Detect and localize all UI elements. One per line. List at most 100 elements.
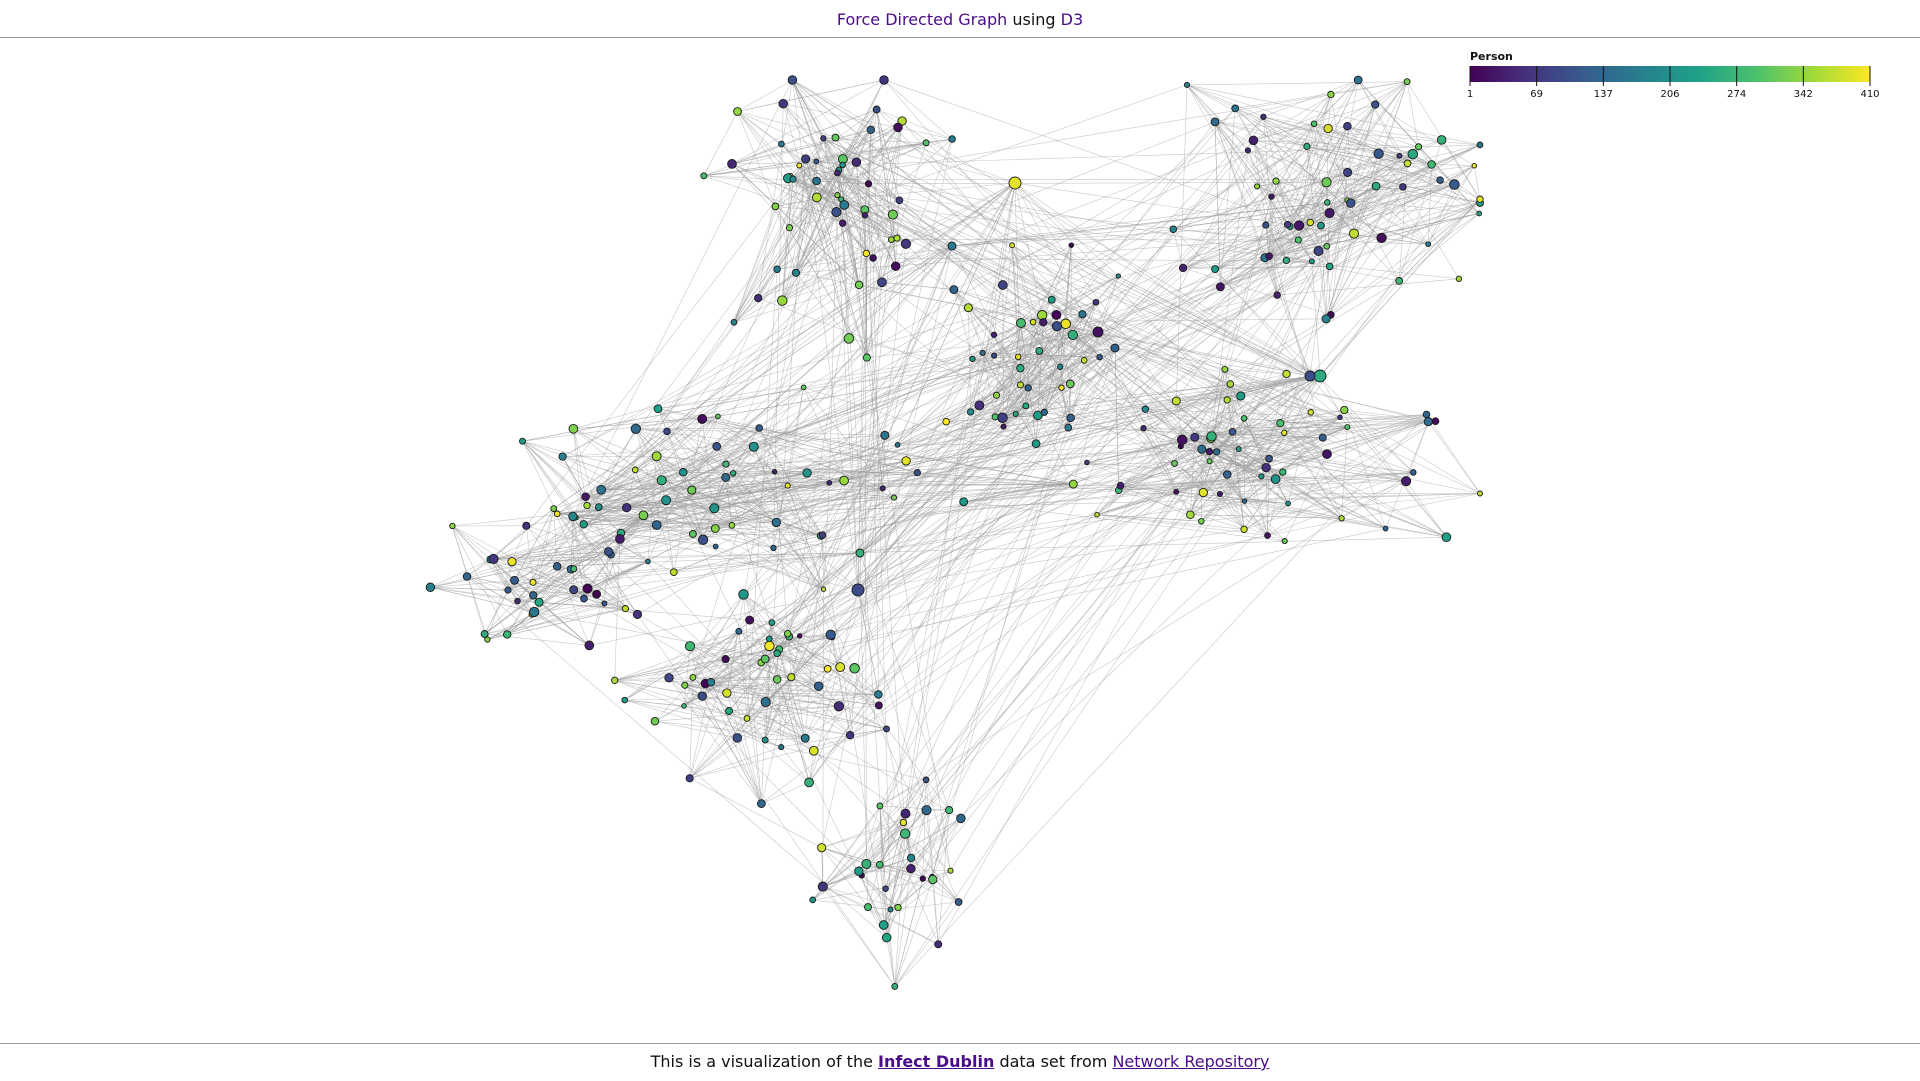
graph-node[interactable] — [1023, 403, 1029, 409]
graph-node[interactable] — [1294, 221, 1303, 230]
graph-node[interactable] — [623, 503, 631, 511]
graph-node[interactable] — [585, 641, 594, 650]
graph-node[interactable] — [792, 269, 799, 276]
graph-node[interactable] — [508, 558, 516, 566]
graph-node[interactable] — [923, 140, 929, 146]
graph-node[interactable] — [1345, 425, 1350, 430]
graph-node[interactable] — [949, 136, 956, 143]
graph-node[interactable] — [892, 983, 898, 989]
graph-node[interactable] — [1052, 310, 1061, 319]
graph-hub-node[interactable] — [1093, 327, 1103, 337]
graph-node[interactable] — [878, 278, 887, 287]
graph-node[interactable] — [1265, 533, 1271, 539]
graph-node[interactable] — [865, 904, 872, 911]
graph-node[interactable] — [877, 803, 883, 809]
graph-node[interactable] — [1025, 385, 1031, 391]
graph-node[interactable] — [1404, 160, 1411, 167]
graph-node[interactable] — [654, 405, 662, 413]
graph-node[interactable] — [788, 674, 795, 681]
graph-node[interactable] — [1174, 489, 1179, 494]
graph-node[interactable] — [1282, 539, 1287, 544]
graph-node[interactable] — [680, 469, 688, 477]
graph-node[interactable] — [832, 134, 839, 141]
graph-node[interactable] — [731, 471, 736, 476]
graph-node[interactable] — [814, 159, 819, 164]
graph-node[interactable] — [895, 443, 900, 448]
graph-node[interactable] — [884, 726, 890, 732]
graph-node[interactable] — [803, 469, 811, 477]
graph-node[interactable] — [632, 467, 638, 473]
graph-node[interactable] — [1052, 322, 1061, 331]
graph-hub-node[interactable] — [948, 242, 956, 250]
graph-node[interactable] — [876, 861, 883, 868]
graph-node[interactable] — [530, 592, 537, 599]
graph-node[interactable] — [797, 634, 802, 639]
graph-node[interactable] — [1061, 319, 1071, 329]
graph-node[interactable] — [731, 319, 737, 325]
graph-node[interactable] — [682, 704, 687, 709]
graph-node[interactable] — [1354, 76, 1362, 84]
graph-node[interactable] — [722, 656, 729, 663]
graph-node[interactable] — [881, 431, 889, 439]
graph-node[interactable] — [553, 563, 561, 571]
graph-node[interactable] — [1273, 178, 1279, 184]
graph-node[interactable] — [554, 511, 560, 517]
graph-node[interactable] — [631, 424, 640, 433]
graph-node[interactable] — [723, 461, 729, 467]
graph-node[interactable] — [1372, 182, 1380, 190]
graph-node[interactable] — [664, 428, 671, 435]
graph-node[interactable] — [769, 620, 775, 626]
graph-node[interactable] — [733, 734, 742, 743]
graph-node[interactable] — [797, 163, 802, 168]
graph-node[interactable] — [1283, 370, 1290, 377]
graph-node[interactable] — [1059, 385, 1064, 390]
graph-node[interactable] — [765, 641, 774, 650]
graph-node[interactable] — [1344, 168, 1352, 176]
graph-node[interactable] — [818, 844, 826, 852]
graph-node[interactable] — [1217, 491, 1222, 496]
graph-node[interactable] — [873, 106, 880, 113]
graph-node[interactable] — [1284, 221, 1290, 227]
graph-node[interactable] — [652, 521, 661, 530]
graph-node[interactable] — [801, 734, 809, 742]
graph-node[interactable] — [1172, 461, 1178, 467]
graph-node[interactable] — [1339, 516, 1344, 521]
graph-node[interactable] — [900, 819, 906, 825]
graph-node[interactable] — [726, 708, 733, 715]
graph-node[interactable] — [967, 409, 973, 415]
graph-node[interactable] — [602, 601, 607, 606]
graph-node[interactable] — [955, 899, 962, 906]
graph-node[interactable] — [1326, 263, 1333, 270]
graph-node[interactable] — [1266, 253, 1273, 260]
graph-node[interactable] — [855, 867, 863, 875]
graph-node[interactable] — [1437, 136, 1446, 145]
graph-node[interactable] — [746, 616, 754, 624]
graph-node[interactable] — [489, 554, 498, 563]
graph-node[interactable] — [901, 829, 910, 838]
graph-node[interactable] — [1232, 105, 1239, 112]
graph-node[interactable] — [1069, 480, 1077, 488]
graph-node[interactable] — [1206, 449, 1212, 455]
graph-node[interactable] — [1477, 211, 1482, 216]
graph-node[interactable] — [1323, 450, 1332, 459]
graph-node[interactable] — [1318, 222, 1325, 229]
graph-node[interactable] — [784, 630, 791, 637]
graph-node[interactable] — [1263, 222, 1269, 228]
graph-node[interactable] — [863, 354, 870, 361]
graph-node[interactable] — [1309, 259, 1314, 264]
graph-node[interactable] — [710, 504, 719, 513]
graph-node[interactable] — [651, 717, 659, 725]
graph-node[interactable] — [762, 737, 768, 743]
graph-node[interactable] — [593, 590, 601, 598]
graph-node[interactable] — [1314, 247, 1323, 256]
graph-node[interactable] — [1017, 382, 1023, 388]
graph-node[interactable] — [1237, 392, 1245, 400]
graph-node[interactable] — [520, 438, 526, 444]
graph-node[interactable] — [1280, 469, 1286, 475]
graph-node[interactable] — [1048, 296, 1055, 303]
graph-node[interactable] — [1058, 364, 1063, 369]
graph-hub-node[interactable] — [1111, 344, 1119, 352]
graph-node[interactable] — [902, 457, 910, 465]
graph-node[interactable] — [1377, 233, 1386, 242]
graph-node[interactable] — [772, 518, 780, 526]
